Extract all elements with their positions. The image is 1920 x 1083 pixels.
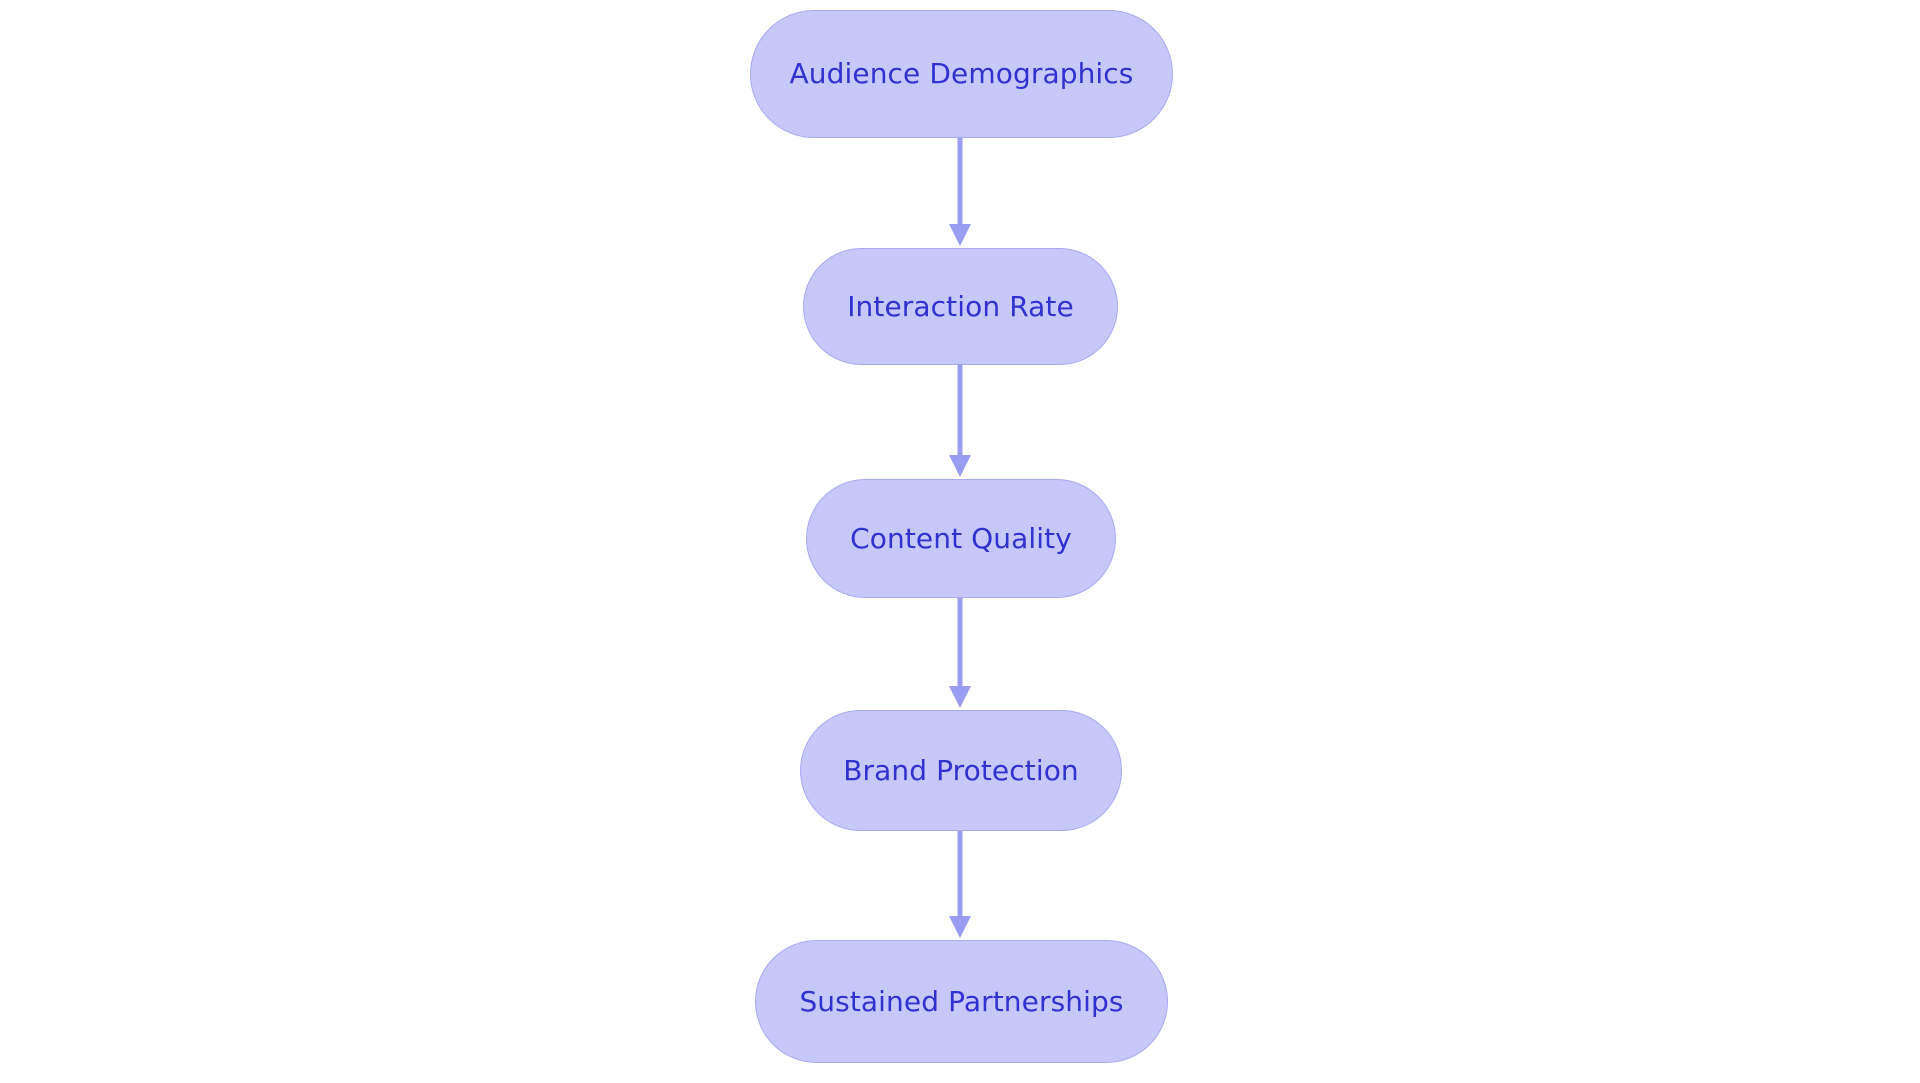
arrowhead-icon [949, 224, 971, 246]
node-content-quality[interactable]: Content Quality [806, 479, 1116, 598]
node-label: Interaction Rate [847, 289, 1074, 323]
edge-brand-protection-to-sustained-partnerships [949, 831, 971, 938]
node-label: Sustained Partnerships [799, 984, 1124, 1018]
arrowhead-icon [949, 916, 971, 938]
edge-audience-demographics-to-interaction-rate [949, 138, 971, 246]
edge-interaction-rate-to-content-quality [949, 365, 971, 477]
node-interaction-rate[interactable]: Interaction Rate [803, 248, 1118, 365]
node-brand-protection[interactable]: Brand Protection [800, 710, 1122, 831]
node-label: Content Quality [850, 521, 1072, 555]
edge-content-quality-to-brand-protection [949, 598, 971, 708]
arrowhead-icon [949, 686, 971, 708]
node-sustained-partnerships[interactable]: Sustained Partnerships [755, 940, 1168, 1063]
node-audience-demographics[interactable]: Audience Demographics [750, 10, 1173, 138]
node-label: Audience Demographics [789, 57, 1134, 90]
arrowhead-icon [949, 455, 971, 477]
node-label: Brand Protection [843, 753, 1079, 787]
